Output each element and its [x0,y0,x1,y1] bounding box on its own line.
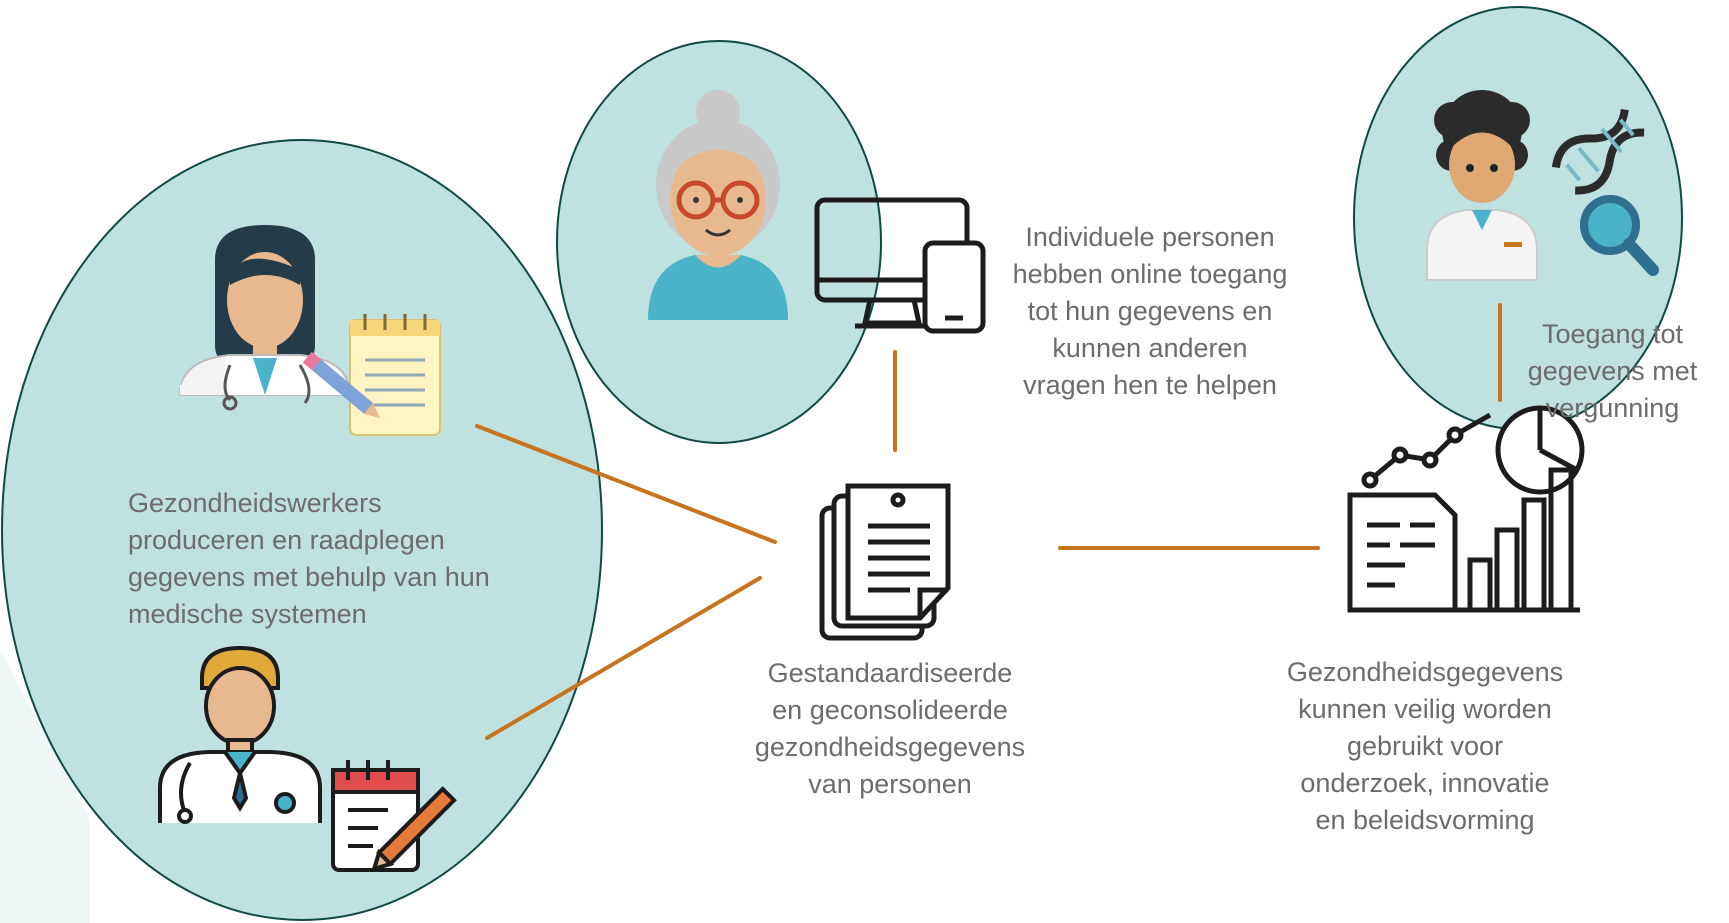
connector-workers-to-data [475,424,777,544]
dna-magnifier-icon [1551,108,1659,276]
computer-tablet-icon [814,197,986,334]
male-doctor-icon [158,645,322,824]
calendar-pencil-icon [331,760,457,872]
caption-individuals: Individuele personen hebben online toega… [1012,222,1288,400]
background-band [0,650,90,923]
connector-workers2-to-data [485,576,762,740]
notepad-pencil-icon [302,314,441,436]
data-analytics-icon [1347,405,1585,613]
connectors [475,303,1502,740]
caption-permit-access: Toegang tot gegevens met vergunning [1527,319,1698,423]
caption-secure-use: Gezondheidsgegevens kunnen veilig worden… [1286,657,1564,835]
elderly-woman-icon [648,90,788,320]
caption-standardized-data: Gestandaardiseerde en geconsolideerde ge… [754,658,1026,799]
highlight-ellipse-healthcare-workers [1,139,603,921]
documents-icon [819,483,951,641]
caption-healthcare-workers: Gezondheidswerkers produceren en raadple… [128,488,490,629]
researcher-icon [1426,90,1538,281]
female-doctor-icon [178,225,352,411]
